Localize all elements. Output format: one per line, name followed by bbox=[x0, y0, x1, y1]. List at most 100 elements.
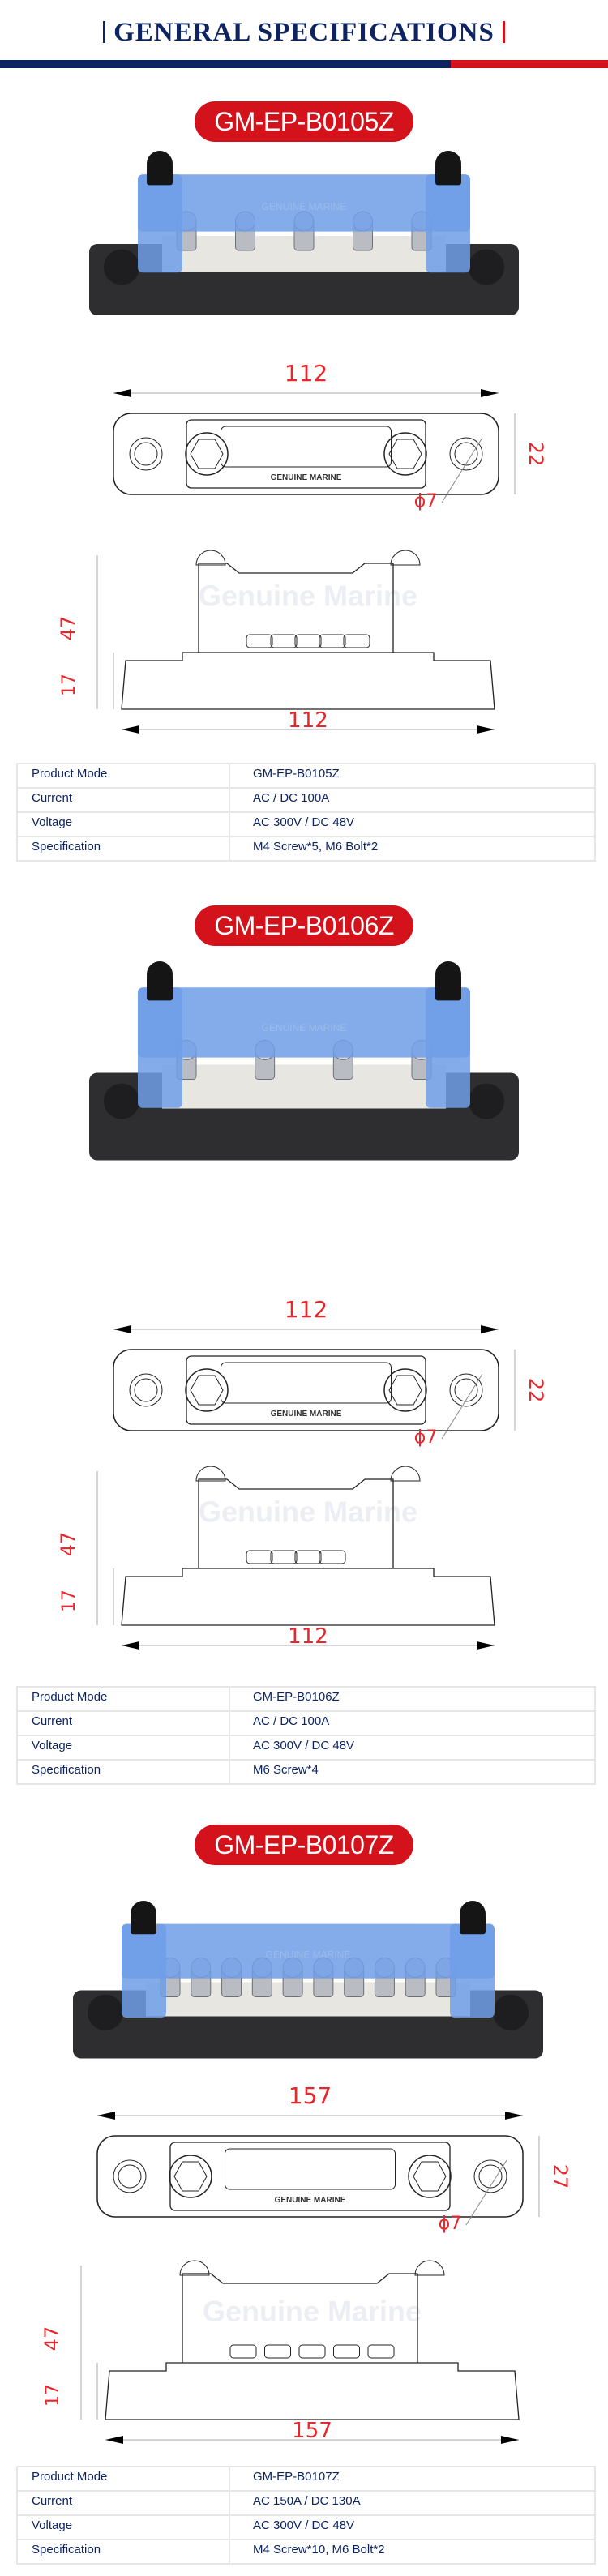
cap-outline bbox=[179, 2260, 210, 2276]
product-photo: GENUINE MARINE bbox=[0, 1897, 608, 2067]
cover-end bbox=[138, 987, 182, 1108]
spec-label: Current bbox=[16, 2490, 230, 2516]
blue-cover bbox=[138, 174, 470, 232]
drawing-brand-text: GENUINE MARINE bbox=[271, 473, 342, 482]
cap-outline bbox=[195, 550, 226, 566]
mount-hole-inner bbox=[134, 442, 158, 466]
dimension-base-length: 112 bbox=[288, 1624, 328, 1649]
terminal-outline bbox=[319, 1550, 346, 1564]
model-badge: GM-EP-B0105Z bbox=[195, 101, 413, 142]
cover-brand-text: GENUINE MARINE bbox=[262, 1022, 347, 1033]
spec-label: Specification bbox=[16, 1759, 230, 1785]
drawing-brand-text: GENUINE MARINE bbox=[271, 1410, 342, 1419]
mount-hole bbox=[449, 1373, 483, 1407]
cover-brand-text: GENUINE MARINE bbox=[266, 1949, 351, 1961]
product-photo: GENUINE MARINE bbox=[0, 146, 608, 324]
mount-hole bbox=[129, 1373, 163, 1407]
bolt-head bbox=[408, 2155, 452, 2198]
dimension-height: 47 bbox=[57, 1532, 79, 1557]
mount-hole bbox=[473, 2159, 507, 2193]
outline-cover bbox=[182, 2273, 418, 2363]
spec-label: Product Mode bbox=[16, 763, 230, 789]
dimension-width: 22 bbox=[525, 1378, 547, 1403]
page-title-text: GENERAL SPECIFICATIONS bbox=[113, 18, 495, 47]
terminal-outline bbox=[246, 634, 273, 648]
rubber-cap bbox=[147, 151, 173, 177]
dimension-length: 112 bbox=[285, 360, 328, 387]
terminal-outline bbox=[343, 634, 370, 648]
dimension-base-length: 112 bbox=[288, 708, 328, 733]
spec-label: Specification bbox=[16, 2539, 230, 2565]
spec-value: AC 300V / DC 48V bbox=[229, 2514, 596, 2540]
spec-label: Specification bbox=[16, 836, 230, 862]
spec-value: GM-EP-B0107Z bbox=[229, 2466, 596, 2492]
spec-value: AC 300V / DC 48V bbox=[229, 1735, 596, 1761]
rubber-cap bbox=[131, 1901, 156, 1927]
cover-end bbox=[426, 174, 470, 273]
outline-base bbox=[121, 652, 495, 710]
hex-nut bbox=[413, 2161, 447, 2192]
rubber-cap bbox=[435, 151, 461, 177]
cap-outline bbox=[414, 2260, 445, 2276]
outline-base bbox=[121, 1568, 495, 1626]
mount-hole-inner bbox=[134, 1378, 158, 1402]
spec-label: Current bbox=[16, 787, 230, 813]
dimension-height: 47 bbox=[57, 616, 79, 641]
spec-label: Voltage bbox=[16, 2514, 230, 2540]
header-rule-navy bbox=[0, 60, 451, 68]
mount-hole-inner bbox=[454, 442, 478, 466]
drawing-canvas: GENUINE MARINE bbox=[89, 961, 519, 1161]
terminal-outline bbox=[229, 2344, 257, 2359]
terminal-outline bbox=[264, 2344, 291, 2359]
dimension-length: 112 bbox=[285, 1296, 328, 1323]
bolt-head bbox=[169, 2155, 212, 2198]
terminal-outline bbox=[294, 1550, 322, 1564]
spec-label: Product Mode bbox=[16, 2466, 230, 2492]
outline-cover bbox=[198, 563, 394, 653]
dimension-height: 47 bbox=[41, 2326, 63, 2351]
spec-value: GM-EP-B0106Z bbox=[229, 1686, 596, 1712]
dimension-length: 157 bbox=[289, 2082, 332, 2109]
model-badge: GM-EP-B0107Z bbox=[195, 1825, 413, 1865]
hex-nut bbox=[388, 1375, 422, 1406]
spec-label: Current bbox=[16, 1710, 230, 1736]
cap-outline bbox=[390, 550, 421, 566]
dimension-width: 27 bbox=[549, 2164, 572, 2189]
spec-label: Voltage bbox=[16, 811, 230, 837]
blue-cover bbox=[138, 987, 470, 1058]
outline-base bbox=[105, 2362, 520, 2420]
hex-nut bbox=[190, 1375, 224, 1406]
dimension-base-height: 17 bbox=[43, 2384, 63, 2407]
terminal-outline bbox=[298, 2344, 326, 2359]
dimension-hole: ϕ7 bbox=[439, 2214, 462, 2233]
bolt-head bbox=[383, 432, 427, 476]
title-bar-left bbox=[103, 21, 106, 43]
label-window bbox=[221, 426, 392, 468]
dimension-base-height: 17 bbox=[59, 674, 79, 696]
dimension-base-height: 17 bbox=[59, 1590, 79, 1612]
terminal-outline bbox=[294, 634, 322, 648]
spec-value: AC 150A / DC 130A bbox=[229, 2490, 596, 2516]
product-photo: GENUINE MARINE bbox=[0, 952, 608, 1171]
terminal-outline bbox=[246, 1550, 273, 1564]
cover-end bbox=[122, 1923, 166, 2018]
label-window bbox=[221, 1362, 392, 1404]
rubber-cap bbox=[435, 961, 461, 987]
mount-hole-inner bbox=[118, 2164, 142, 2189]
terminal-outline bbox=[333, 2344, 360, 2359]
